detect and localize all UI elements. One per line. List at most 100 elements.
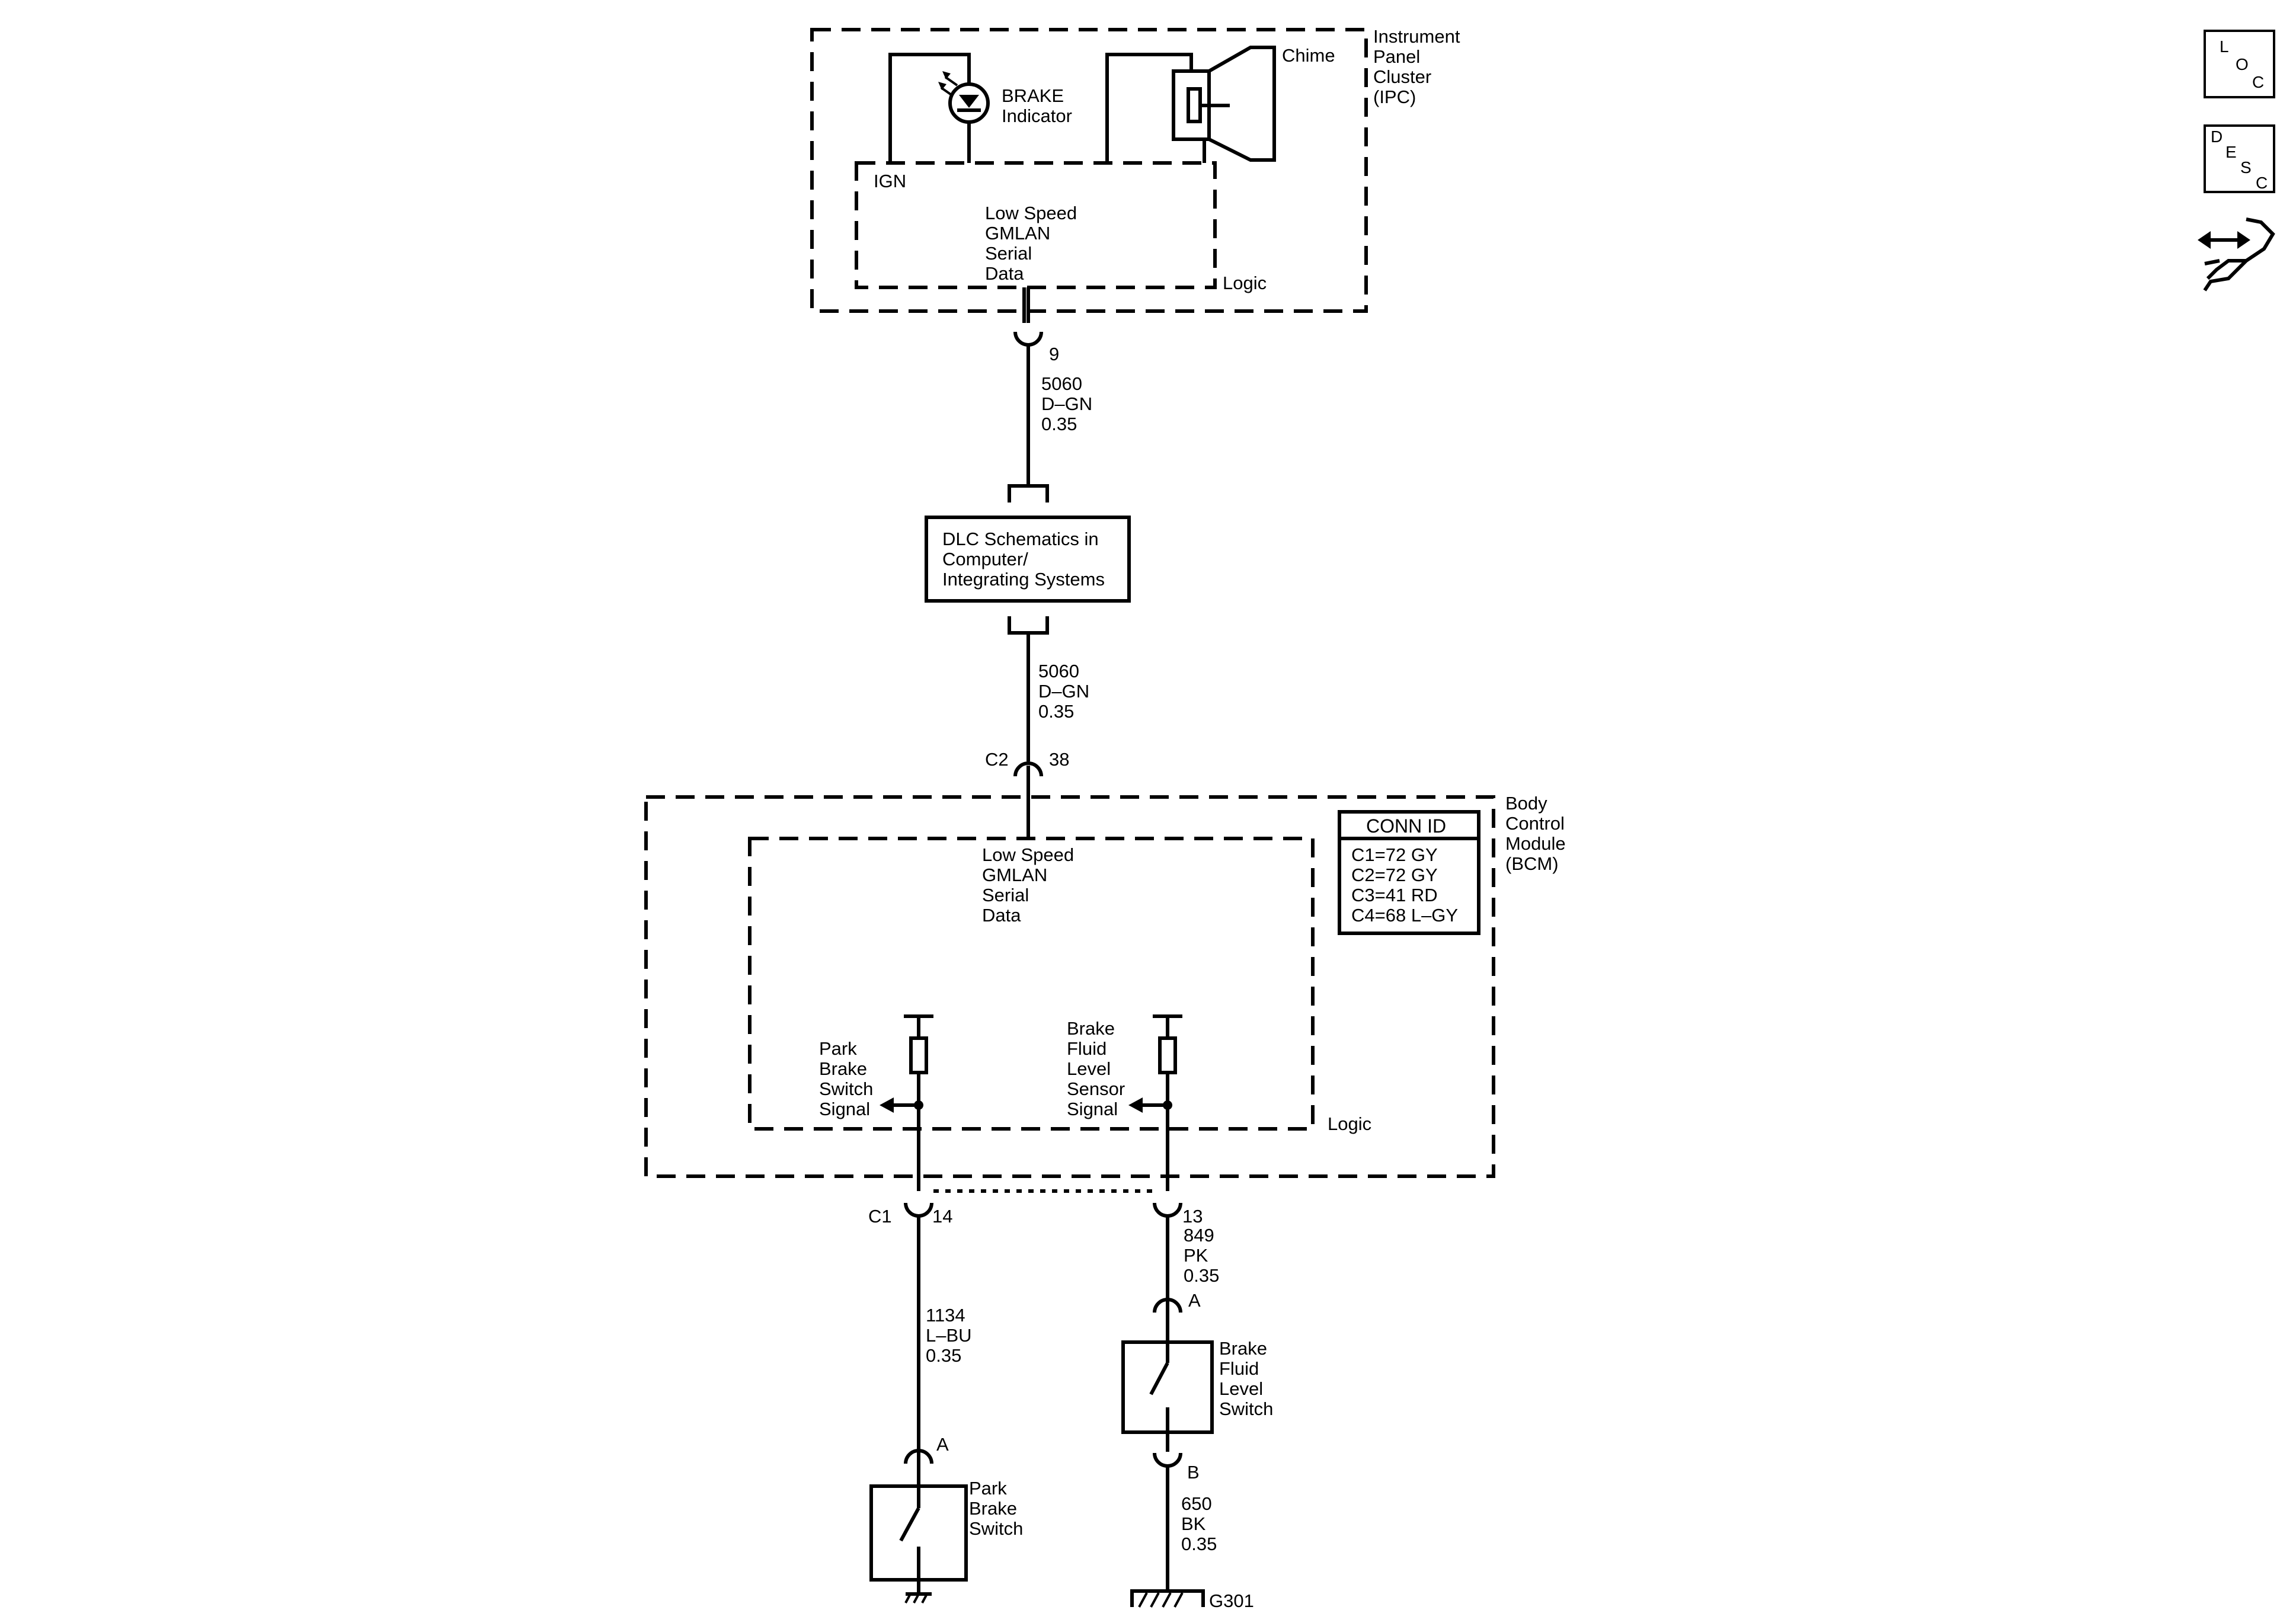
conn-id-title: CONN ID xyxy=(1366,815,1446,837)
wire-fluid-2: PK xyxy=(1184,1245,1208,1266)
bcm-connector-c1: C1 14 13 xyxy=(868,1189,1203,1227)
chassis-ground-icon xyxy=(904,1592,932,1603)
park-switch-name-3: Switch xyxy=(969,1518,1023,1539)
dlc-text-3: Integrating Systems xyxy=(942,569,1105,590)
fluid-switch-name-4: Switch xyxy=(1219,1398,1273,1419)
park-switch-name-2: Brake xyxy=(969,1498,1017,1519)
loc-letter-o: O xyxy=(2236,55,2249,73)
bcm-gmlan-1: Low Speed xyxy=(982,844,1074,865)
ground-label: G301 xyxy=(1209,1590,1254,1610)
conn-id-c1: C1=72 GY xyxy=(1351,844,1438,865)
desc-button[interactable]: D E S C xyxy=(2204,124,2275,193)
desc-letter-c: C xyxy=(2256,174,2268,192)
conn-id-table: CONN ID C1=72 GY C2=72 GY C3=41 RD C4=68… xyxy=(1338,810,1480,935)
wire-mid-3: 0.35 xyxy=(1038,701,1074,722)
park-brake-pullup xyxy=(880,1014,933,1191)
bcm-logic-label: Logic xyxy=(1328,1113,1371,1134)
ipc-ign-label: IGN xyxy=(874,171,906,191)
ipc-name-4: (IPC) xyxy=(1373,87,1416,107)
park-switch-pin: A xyxy=(936,1434,949,1455)
conn-id-c4: C4=68 L–GY xyxy=(1351,905,1458,926)
fluid-switch-name-3: Level xyxy=(1219,1378,1263,1399)
park-signal-arrow-icon xyxy=(880,1097,894,1113)
brake-indicator-lamp-icon xyxy=(938,71,990,124)
bcm-c2-label: C2 xyxy=(985,749,1009,770)
bcm-module: Low Speed GMLAN Serial Data Logic Body C… xyxy=(644,793,1566,1191)
ipc-name-3: Cluster xyxy=(1373,66,1431,87)
fluid-signal-1: Brake xyxy=(1067,1018,1115,1039)
park-signal-3: Switch xyxy=(819,1078,873,1099)
bcm-name-2: Control xyxy=(1505,813,1565,834)
wire-ground-1: 650 xyxy=(1181,1493,1212,1514)
bcm-c1-label: C1 xyxy=(868,1206,892,1227)
fluid-switch-name-1: Brake xyxy=(1219,1338,1267,1359)
wire-mid-2: D–GN xyxy=(1038,681,1089,702)
fluid-signal-arrow-icon xyxy=(1128,1097,1143,1113)
wire-top-2: D–GN xyxy=(1041,393,1092,414)
wire-mid-1: 5060 xyxy=(1038,661,1079,681)
chime-label: Chime xyxy=(1282,45,1335,66)
bcm-c1-pin-13: 13 xyxy=(1182,1206,1203,1227)
fluid-signal-4: Sensor xyxy=(1067,1078,1125,1099)
brake-indicator-label-1: BRAKE xyxy=(1002,85,1064,106)
bcm-gmlan-2: GMLAN xyxy=(982,865,1047,885)
bcm-gmlan-4: Data xyxy=(982,905,1021,926)
wire-park-2: L–BU xyxy=(926,1325,972,1346)
loc-letter-c: C xyxy=(2252,73,2264,91)
dlc-text-1: DLC Schematics in xyxy=(942,529,1099,549)
bcm-logic-boundary xyxy=(748,837,1315,1131)
wire-top-3: 0.35 xyxy=(1041,414,1077,434)
wire-ground-2: BK xyxy=(1181,1513,1206,1534)
fluid-switch-name-2: Fluid xyxy=(1219,1358,1259,1379)
desc-letter-d: D xyxy=(2211,127,2223,146)
dlc-text-2: Computer/ xyxy=(942,549,1028,569)
ground-g301-icon xyxy=(1130,1589,1205,1608)
wire-fluid-3: 0.35 xyxy=(1184,1265,1219,1286)
conn-id-c3: C3=41 RD xyxy=(1351,885,1438,905)
ipc-connector-pin: 9 xyxy=(1013,287,1059,364)
wire-top-1: 5060 xyxy=(1041,373,1082,394)
fluid-signal-5: Signal xyxy=(1067,1099,1118,1119)
dlc-block: DLC Schematics in Computer/ Integrating … xyxy=(925,484,1131,635)
park-signal-4: Signal xyxy=(819,1099,870,1119)
bcm-connector-c2: C2 38 xyxy=(985,749,1069,838)
park-signal-1: Park xyxy=(819,1038,857,1059)
bcm-c1-pin-14: 14 xyxy=(932,1206,952,1227)
park-signal-2: Brake xyxy=(819,1058,867,1079)
conn-id-c2: C2=72 GY xyxy=(1351,865,1438,885)
ipc-logic-label: Logic xyxy=(1223,273,1267,293)
chime-speaker-icon xyxy=(1172,46,1276,162)
bcm-name-3: Module xyxy=(1505,833,1566,854)
desc-letter-s: S xyxy=(2240,158,2252,177)
ipc-name-1: Instrument xyxy=(1373,26,1460,47)
brake-fluid-level-switch: A B Brake Fluid Level Switch xyxy=(1121,1290,1273,1483)
desc-letter-e: E xyxy=(2225,143,2237,161)
fluid-level-pullup xyxy=(1128,1014,1182,1191)
wire-ground-3: 0.35 xyxy=(1181,1534,1217,1554)
ipc-name-2: Panel xyxy=(1373,46,1420,67)
brake-indicator-label-2: Indicator xyxy=(1002,105,1072,126)
loc-letter-l: L xyxy=(2220,37,2229,56)
wire-fluid-1: 849 xyxy=(1184,1225,1214,1246)
ipc-gmlan-2: GMLAN xyxy=(985,223,1050,244)
wire-park-1: 1134 xyxy=(926,1305,965,1326)
fluid-signal-2: Fluid xyxy=(1067,1038,1107,1059)
connector-tool-icon[interactable] xyxy=(2198,217,2275,292)
ipc-pin-label: 9 xyxy=(1049,344,1059,364)
bcm-name-1: Body xyxy=(1505,793,1547,814)
fluid-switch-pin-a: A xyxy=(1188,1290,1201,1311)
ipc-boundary xyxy=(810,28,1368,313)
bcm-c2-pin: 38 xyxy=(1049,749,1069,770)
ipc-logic-boundary xyxy=(855,161,1217,289)
bcm-gmlan-3: Serial xyxy=(982,885,1029,905)
wire-park-3: 0.35 xyxy=(926,1345,961,1366)
ipc-gmlan-1: Low Speed xyxy=(985,203,1077,223)
loc-button[interactable]: L O C xyxy=(2204,30,2275,98)
fluid-switch-pin-b: B xyxy=(1187,1462,1200,1483)
park-switch-name-1: Park xyxy=(969,1478,1007,1499)
ipc-gmlan-4: Data xyxy=(985,263,1024,284)
dlc-box xyxy=(925,516,1131,603)
bcm-name-4: (BCM) xyxy=(1505,853,1559,874)
ipc-gmlan-3: Serial xyxy=(985,243,1032,264)
